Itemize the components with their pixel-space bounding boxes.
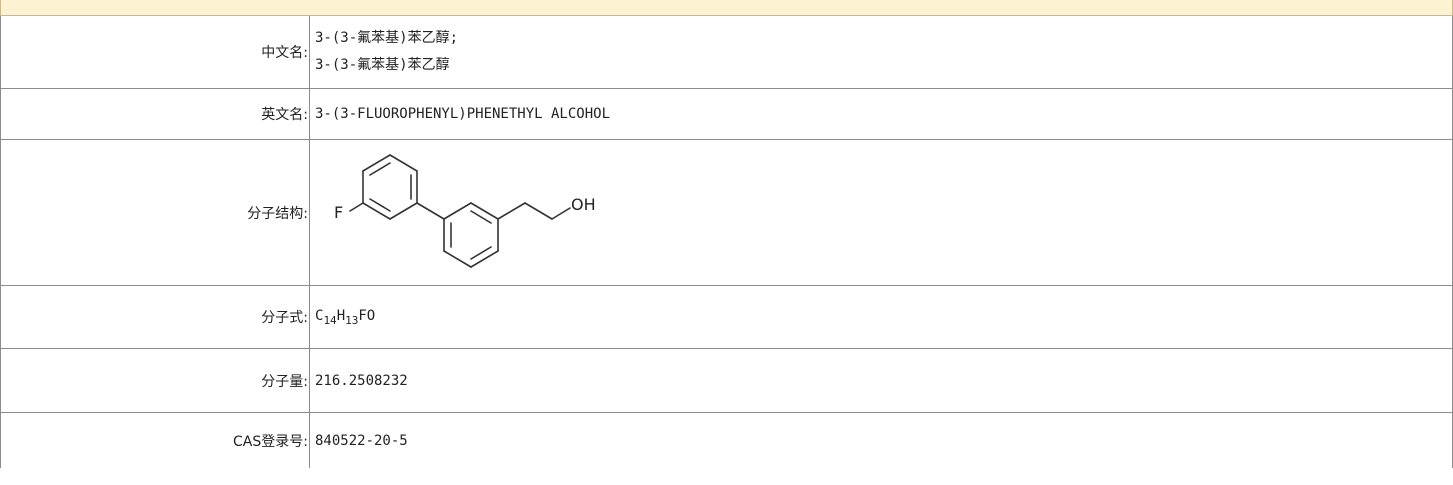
row-cas-number: CAS登录号: 840522-20-5 xyxy=(0,412,1453,468)
formula-value: C14H13FO xyxy=(309,285,1453,349)
fluorine-atom-label: F xyxy=(334,203,343,222)
hydroxyl-group-label: OH xyxy=(571,195,596,214)
formula-label: 分子式: xyxy=(0,285,310,349)
cas-number-label: CAS登录号: xyxy=(0,412,310,468)
english-name-label: 英文名: xyxy=(0,88,310,140)
structure-label: 分子结构: xyxy=(0,139,310,286)
molecular-structure-image: F OH xyxy=(334,153,596,268)
molecular-weight-value: 216.2508232 xyxy=(309,348,1453,413)
row-english-name: 英文名: 3-(3-FLUOROPHENYL)PHENETHYL ALCOHOL xyxy=(0,88,1453,140)
english-name-value: 3-(3-FLUOROPHENYL)PHENETHYL ALCOHOL xyxy=(309,88,1453,140)
cas-number-value: 840522-20-5 xyxy=(309,412,1453,468)
chinese-name-line-1: 3-(3-氟苯基)苯乙醇; xyxy=(315,30,459,46)
row-structure: 分子结构: xyxy=(0,139,1453,286)
row-chinese-name: 中文名: 3-(3-氟苯基)苯乙醇; 3-(3-氟苯基)苯乙醇 xyxy=(0,16,1453,89)
row-formula: 分子式: C14H13FO xyxy=(0,285,1453,349)
chinese-name-label: 中文名: xyxy=(0,16,310,89)
header-bar xyxy=(0,0,1453,16)
row-molecular-weight: 分子量: 216.2508232 xyxy=(0,348,1453,413)
chinese-name-line-2: 3-(3-氟苯基)苯乙醇 xyxy=(315,57,450,73)
molecular-weight-label: 分子量: xyxy=(0,348,310,413)
chinese-name-value: 3-(3-氟苯基)苯乙醇; 3-(3-氟苯基)苯乙醇 xyxy=(309,16,1453,89)
structure-value: F OH xyxy=(309,139,1453,286)
compound-info-table: 中文名: 3-(3-氟苯基)苯乙醇; 3-(3-氟苯基)苯乙醇 英文名: 3-(… xyxy=(0,16,1453,468)
